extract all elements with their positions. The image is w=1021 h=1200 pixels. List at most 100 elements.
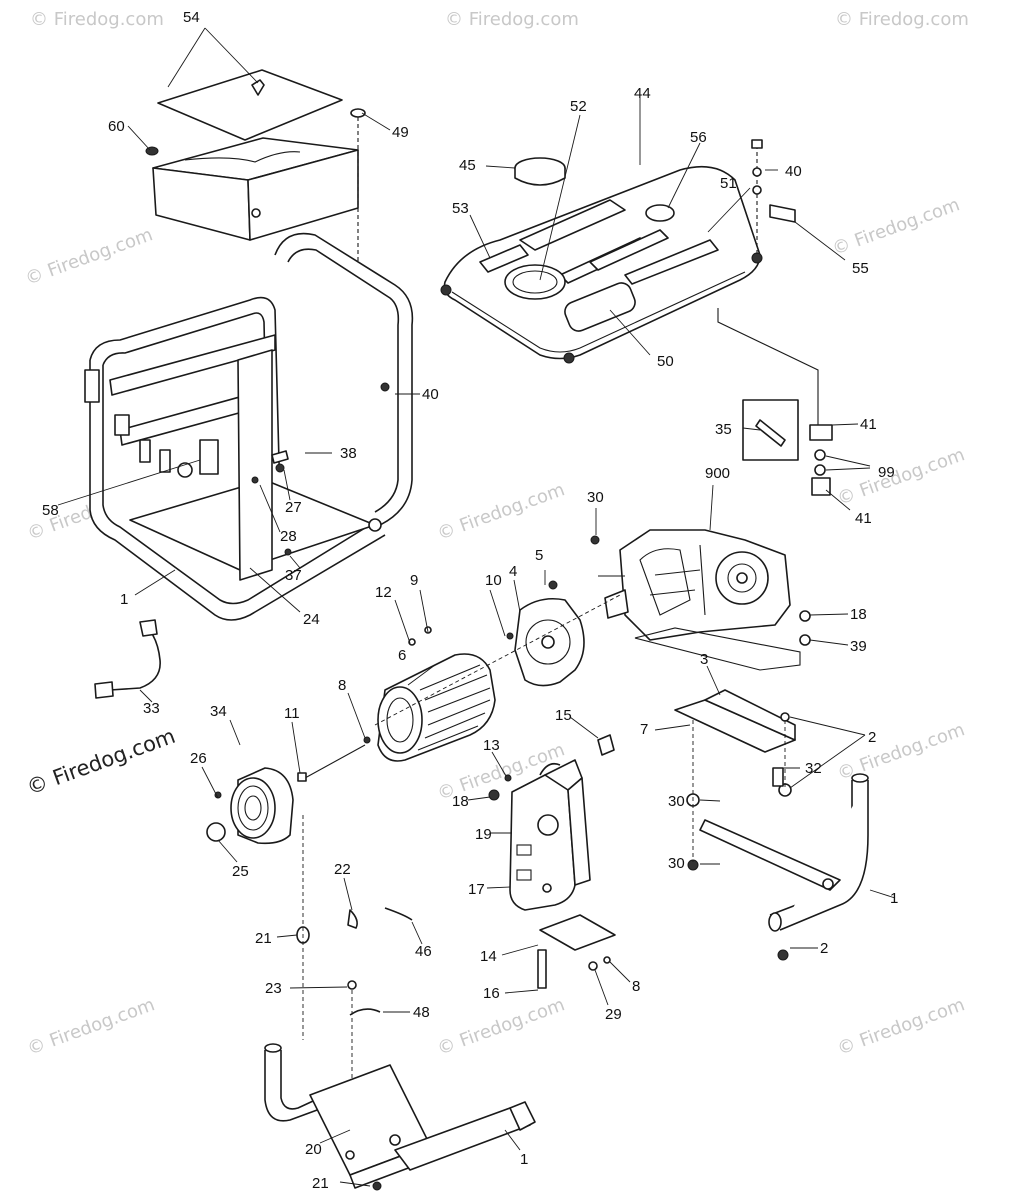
callout-27: 27 (285, 499, 302, 516)
muffler-assembly (488, 734, 616, 989)
callout-5: 5 (535, 547, 543, 564)
callout-21-bottom: 21 (312, 1175, 329, 1192)
watermark: © Firedog.com (23, 224, 156, 290)
washer-8 (603, 956, 611, 964)
callout-30-mid: 30 (668, 793, 685, 810)
screw-5 (548, 580, 558, 590)
screw-28 (251, 476, 259, 484)
callout-1-frame: 1 (120, 591, 128, 608)
callout-32: 32 (805, 760, 822, 777)
callout-12: 12 (375, 584, 392, 601)
callout-21-top: 21 (255, 930, 272, 947)
screw-12 (408, 638, 416, 646)
callout-8-muffler: 8 (632, 978, 640, 995)
callout-900: 900 (705, 465, 730, 482)
alternator-assembly (297, 580, 621, 782)
fitting-41-lower (811, 477, 831, 496)
callout-33: 33 (143, 700, 160, 717)
end-cover (206, 767, 294, 845)
watermark: © Firedog.com (835, 9, 969, 30)
callout-24: 24 (303, 611, 320, 628)
callout-46: 46 (415, 943, 432, 960)
callout-3: 3 (700, 651, 708, 668)
callout-11: 11 (284, 705, 300, 722)
handle-bar-right (699, 773, 869, 961)
rotor-bolt-11 (297, 772, 307, 782)
bolt-40 (751, 139, 763, 149)
callout-4: 4 (509, 563, 517, 580)
callout-28: 28 (280, 528, 297, 545)
callout-23: 23 (265, 980, 282, 997)
screw-49 (350, 108, 366, 118)
callout-40-frame: 40 (422, 386, 439, 403)
fuel-line-assembly (742, 399, 833, 496)
callout-49: 49 (392, 124, 409, 141)
callout-26: 26 (190, 750, 207, 767)
callout-48: 48 (413, 1004, 430, 1021)
callout-51: 51 (720, 175, 737, 192)
callout-40-top: 40 (785, 163, 802, 180)
plug-25 (206, 822, 226, 842)
callout-10: 10 (485, 572, 502, 589)
watermark: © Firedog.com (435, 994, 568, 1060)
callout-41-top: 41 (860, 416, 877, 433)
callout-30-top: 30 (587, 489, 604, 506)
callout-16: 16 (483, 985, 500, 1002)
callout-50: 50 (657, 353, 674, 370)
pin-10 (506, 632, 514, 640)
watermark: © Firedog.com (30, 9, 164, 30)
clip-38 (271, 450, 289, 464)
washer-39 (799, 634, 811, 646)
watermark: © Firedog.com (25, 994, 158, 1060)
watermark-prominent: © Firedog.com (24, 724, 179, 800)
callout-2-bracket: 2 (868, 729, 876, 746)
nut-18 (488, 789, 500, 801)
callout-1-handle: 1 (890, 890, 898, 907)
screw-37 (284, 548, 292, 556)
stud-32 (772, 767, 784, 787)
callout-37: 37 (285, 567, 302, 584)
callout-22: 22 (334, 861, 351, 878)
callout-45: 45 (459, 157, 476, 174)
callout-35: 35 (715, 421, 732, 438)
nut-40 (380, 382, 390, 392)
callout-18-muffler: 18 (452, 793, 469, 810)
watermark: © Firedog.com (445, 9, 579, 30)
callout-2-handle: 2 (820, 940, 828, 957)
gasket-15 (597, 734, 615, 756)
bolt-23 (347, 980, 357, 990)
mounting-brackets (674, 689, 796, 871)
callout-9: 9 (410, 572, 418, 589)
screw-27 (275, 463, 285, 473)
handle-bar-left (264, 815, 536, 1191)
callout-41-bottom: 41 (855, 510, 872, 527)
bolt-16 (537, 949, 547, 989)
screw-29 (588, 961, 598, 971)
callout-60: 60 (108, 118, 125, 135)
callout-18-engine: 18 (850, 606, 867, 623)
label-55 (769, 204, 796, 223)
callout-58: 58 (42, 502, 59, 519)
callout-44: 44 (634, 85, 651, 102)
fuel-gauge-56 (645, 204, 675, 222)
fitting-41 (809, 424, 833, 441)
callout-8-rotor: 8 (338, 677, 346, 694)
bolt-8 (363, 736, 371, 744)
callout-14: 14 (480, 948, 497, 965)
callout-34: 34 (210, 703, 227, 720)
callout-6: 6 (398, 647, 406, 664)
watermark: © Firedog.com (835, 994, 968, 1060)
callout-99: 99 (878, 464, 895, 481)
watermark: © Firedog.com (835, 444, 968, 510)
callout-13: 13 (483, 737, 500, 754)
callout-56: 56 (690, 129, 707, 146)
callout-19: 19 (475, 826, 492, 843)
callout-55: 55 (852, 260, 869, 277)
callout-29: 29 (605, 1006, 622, 1023)
callout-labels: 54 60 49 45 52 44 56 40 51 53 55 50 40 3… (42, 9, 898, 1192)
watermark: © Firedog.com (435, 479, 568, 545)
callout-30-bottom: 30 (668, 855, 685, 872)
bolt-2 (780, 712, 790, 722)
control-panel-cover-assembly (145, 69, 366, 340)
